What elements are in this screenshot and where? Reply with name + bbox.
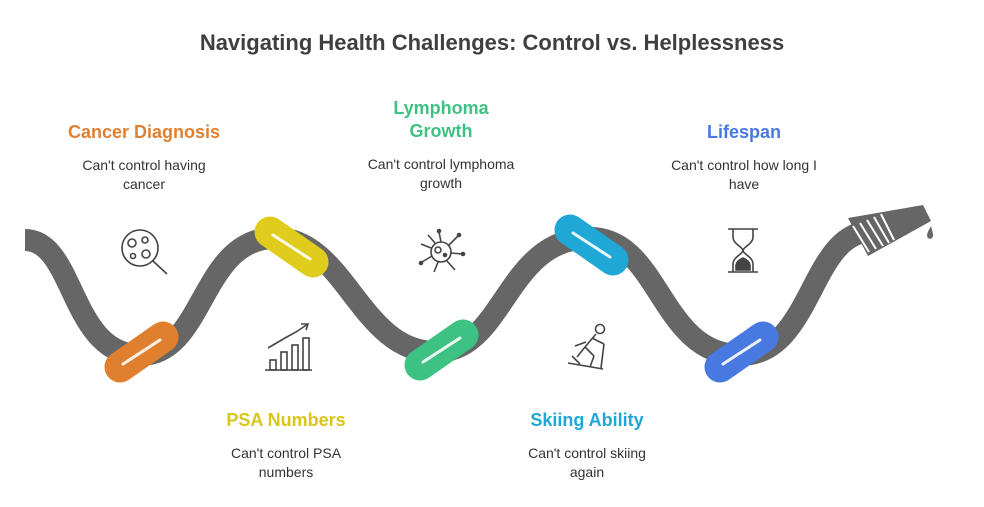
step-psa-numbers: PSA Numbers Can't control PSA numbers [186, 409, 386, 482]
step-description: Can't control having cancer [82, 157, 206, 192]
step-description: Can't control PSA numbers [230, 445, 342, 480]
hourglass-icon [728, 228, 758, 273]
step-label: Skiing Ability [530, 410, 644, 430]
hose-nozzle-icon [848, 205, 934, 256]
step-description: Can't control skiing again [528, 445, 646, 480]
magnifier-cells-icon [121, 229, 168, 275]
step-skiing-ability: Skiing Ability Can't control skiing agai… [487, 409, 687, 482]
knot-cancer-diagnosis [104, 321, 179, 383]
cell-icon [418, 228, 466, 273]
step-description: Can't control how long I have [671, 157, 817, 192]
knot-skiing-ability [554, 214, 629, 276]
knot-lifespan [704, 321, 779, 383]
step-lymphoma-growth: Lymphoma Growth Can't control lymphoma g… [361, 97, 521, 193]
step-description: Can't control lymphoma growth [367, 156, 515, 191]
knot-lymphoma-growth [404, 319, 479, 381]
bar-chart-up-icon [265, 323, 312, 371]
skier-icon [567, 323, 606, 370]
step-lifespan: Lifespan Can't control how long I have [644, 121, 844, 194]
step-label: Lymphoma Growth [393, 98, 489, 141]
page-title: Navigating Health Challenges: Control vs… [199, 30, 785, 55]
step-label: Cancer Diagnosis [67, 122, 221, 142]
step-label: Lifespan [706, 122, 781, 142]
step-label: PSA Numbers [226, 410, 346, 430]
knot-psa-numbers [254, 216, 329, 278]
step-cancer-diagnosis: Cancer Diagnosis Can't control having ca… [44, 121, 244, 194]
